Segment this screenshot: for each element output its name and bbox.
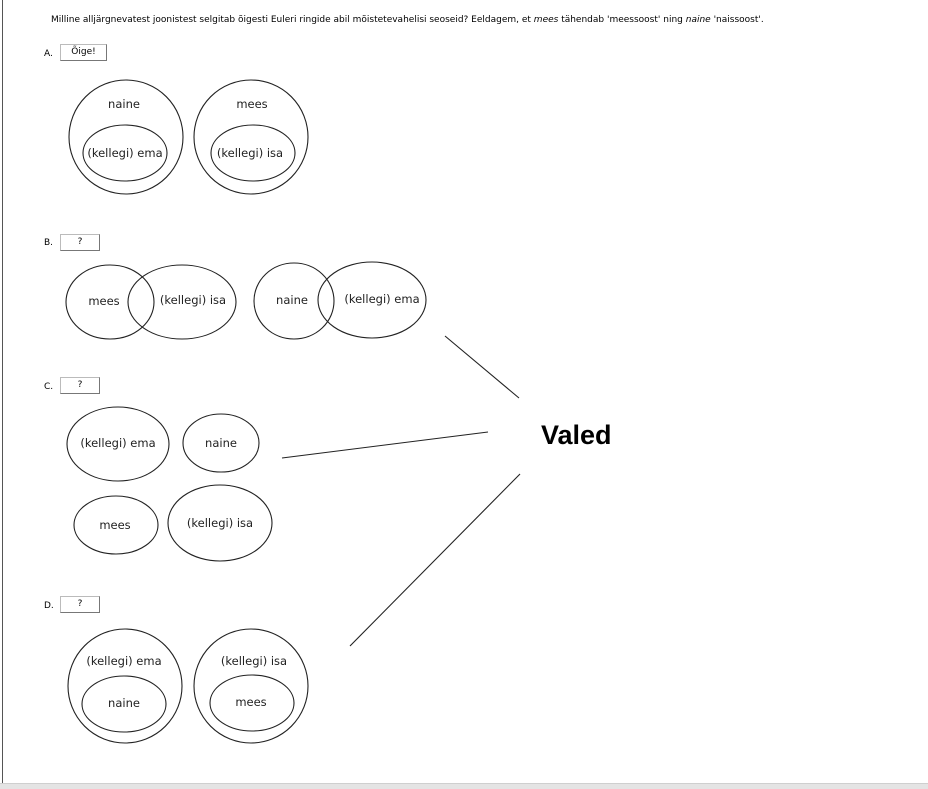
b-mees-ellipse [65, 264, 155, 340]
bottom-scroll-area [0, 783, 928, 789]
c-label-isa: (kellegi) isa [187, 516, 253, 530]
d-naine-ellipse [81, 675, 167, 733]
a-naine-circle [68, 79, 184, 195]
left-border [2, 0, 3, 783]
wrong-answers-label: Valed [541, 420, 612, 450]
option-b-letter: B. [44, 238, 54, 248]
c-label-naine: naine [205, 436, 237, 450]
b-ema-ellipse [317, 261, 427, 339]
term-naine: naine [685, 15, 711, 25]
d-label-ema: (kellegi) ema [86, 654, 161, 668]
d-label-naine: naine [108, 696, 140, 710]
option-c-answer-box[interactable]: ? [60, 377, 100, 394]
b-label-isa: (kellegi) isa [160, 293, 226, 307]
option-a-answer-box[interactable]: Õige! [60, 44, 107, 61]
c-isa-ellipse [167, 484, 273, 562]
c-mees-ellipse [73, 495, 159, 555]
option-a-letter: A. [44, 49, 53, 59]
option-b-answer-box[interactable]: ? [60, 234, 100, 251]
term-mees: mees [533, 15, 559, 25]
b-isa-ellipse [127, 264, 237, 340]
a-isa-ellipse [210, 124, 296, 182]
a-label-mees: mees [236, 97, 267, 111]
pointer-line-b [444, 335, 520, 399]
b-label-ema: (kellegi) ema [344, 292, 419, 306]
d-isa-circle [193, 628, 309, 744]
c-naine-ellipse [182, 413, 260, 473]
a-ema-ellipse [82, 124, 168, 182]
c-label-ema: (kellegi) ema [80, 436, 155, 450]
b-label-mees: mees [88, 294, 119, 308]
d-label-mees: mees [235, 695, 266, 709]
a-label-naine: naine [108, 97, 140, 111]
option-d-answer-box[interactable]: ? [60, 596, 100, 613]
pointer-line-d [349, 473, 521, 647]
option-d-letter: D. [44, 601, 54, 611]
pointer-line-c [281, 431, 489, 459]
a-label-isa: (kellegi) isa [217, 146, 283, 160]
d-ema-circle [67, 628, 183, 744]
question-text: Milline alljärgnevatest joonistest selgi… [51, 15, 764, 25]
a-label-ema: (kellegi) ema [87, 146, 162, 160]
c-label-mees: mees [99, 518, 130, 532]
a-mees-circle [193, 79, 309, 195]
d-label-isa: (kellegi) isa [221, 654, 287, 668]
option-c-letter: C. [44, 382, 54, 392]
c-ema-ellipse [66, 406, 170, 482]
b-label-naine: naine [276, 293, 308, 307]
b-naine-ellipse [253, 262, 335, 340]
d-mees-ellipse [209, 674, 295, 732]
